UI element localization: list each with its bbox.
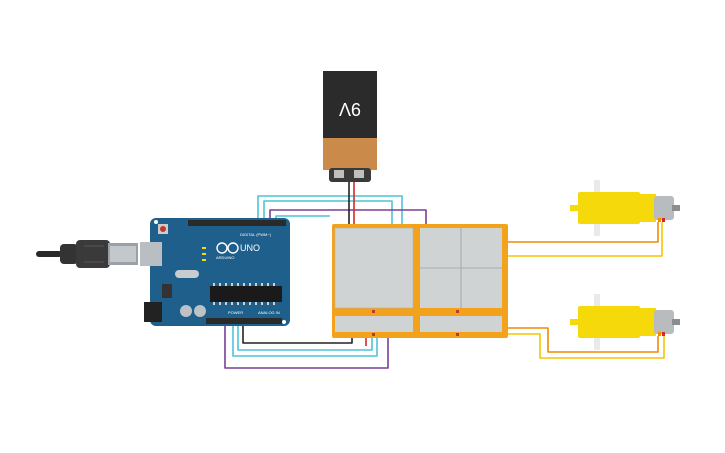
arduino-infinity-logo <box>216 242 239 254</box>
wire-yellow-motor-bottom[interactable] <box>508 333 665 359</box>
wire-orange-motor-top[interactable] <box>508 222 659 243</box>
power-jack <box>144 302 162 322</box>
led-rx <box>202 259 206 261</box>
voltage-regulator <box>162 284 172 298</box>
wire-yellow-motor-top[interactable] <box>508 222 663 257</box>
wire-purple-1[interactable] <box>269 209 427 226</box>
dc-motor-bottom[interactable] <box>570 294 680 350</box>
power-header-label: POWER <box>228 310 243 315</box>
atmega-chip <box>210 286 282 302</box>
dc-motor-top[interactable] <box>570 180 680 236</box>
module-separator <box>414 226 419 336</box>
power-analog-header[interactable] <box>206 318 282 324</box>
chip-pins <box>213 283 275 305</box>
capacitor-1 <box>180 305 192 317</box>
wires <box>224 182 665 369</box>
driver-module-top-right[interactable] <box>420 228 502 308</box>
wire-cyan-1[interactable] <box>257 195 403 226</box>
wire-cyan-5[interactable] <box>237 322 373 351</box>
arduino-brand-text: ARDUINO <box>216 255 234 260</box>
digital-header-label: DIGITAL (PWM~) <box>240 232 272 237</box>
driver-module-bottom-right[interactable] <box>420 316 502 332</box>
reset-button-cap[interactable] <box>160 226 166 232</box>
battery-9v[interactable]: 9V <box>323 71 377 182</box>
wire-cyan-2[interactable] <box>263 200 393 226</box>
pin-markers <box>372 310 459 336</box>
wire-cyan-4[interactable] <box>232 322 378 357</box>
wire-purple-2[interactable] <box>224 322 389 369</box>
usb-cable[interactable] <box>36 240 138 268</box>
battery-label: 9V <box>339 99 361 119</box>
led-l <box>202 247 206 249</box>
usb-jack <box>140 242 162 266</box>
driver-module-grid[interactable] <box>332 224 508 338</box>
capacitor-2 <box>194 305 206 317</box>
module-separator <box>333 309 507 314</box>
driver-module-top-left[interactable] <box>334 227 414 309</box>
uno-logo-text: UNO <box>240 243 260 253</box>
crystal <box>175 270 199 278</box>
arduino-uno-board[interactable]: UNO ARDUINO DIGITAL (PWM~) POWER ANALOG … <box>140 218 290 326</box>
digital-header[interactable] <box>188 220 286 226</box>
mount-hole <box>282 320 286 324</box>
driver-module-bottom-left[interactable] <box>335 316 413 332</box>
wire-orange-motor-bottom[interactable] <box>508 327 659 353</box>
mount-hole <box>154 220 158 224</box>
analog-header-label: ANALOG IN <box>258 310 280 315</box>
wire-black-gnd[interactable] <box>242 322 353 344</box>
led-tx <box>202 253 206 255</box>
